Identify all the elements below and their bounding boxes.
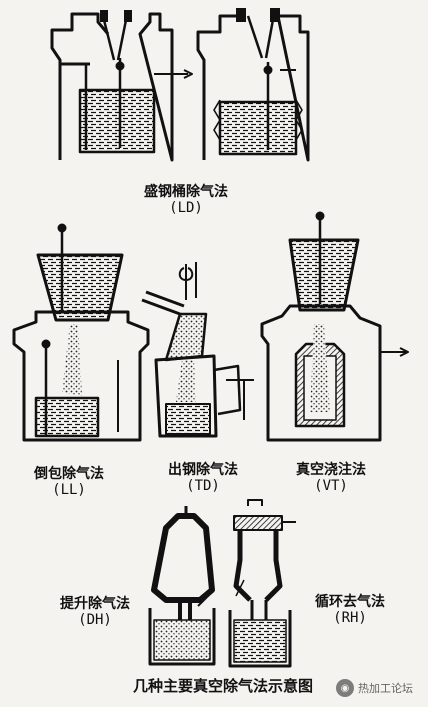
td-apparatus [141,262,254,438]
caption-dh-name: 提升除气法 [60,596,130,612]
ld-vessel-left [50,10,193,162]
caption-rh-abbr: (RH) [333,610,367,627]
caption-ll: 倒包除气法 (LL) [14,466,124,498]
ll-apparatus [12,223,150,442]
caption-td-name: 出钢除气法 [168,462,238,478]
caption-rh-name: 循环去气法 [315,594,385,610]
caption-ll-abbr: (LL) [52,482,86,499]
caption-ld: 盛钢桶除气法 (LD) [126,184,246,216]
caption-vt: 真空浇注法 (VT) [276,462,386,494]
caption-rh: 循环去气法 (RH) [290,594,410,626]
ld-vessel-right [196,8,310,162]
caption-ll-name: 倒包除气法 [34,466,104,482]
caption-vt-name: 真空浇注法 [296,462,366,478]
vt-apparatus [260,211,409,442]
caption-dh: 提升除气法 (DH) [40,596,150,628]
caption-dh-abbr: (DH) [78,612,112,629]
caption-ld-abbr: (LD) [169,200,203,217]
dh-apparatus [148,506,216,666]
rh-apparatus [228,499,296,668]
caption-td: 出钢除气法 (TD) [148,462,258,494]
watermark: ◉ 热加工论坛 [336,676,426,700]
caption-vt-abbr: (VT) [314,478,348,495]
figure-title: 几种主要真空除气法示意图 [132,677,313,695]
watermark-logo-icon: ◉ [336,679,354,697]
watermark-text: 热加工论坛 [358,682,413,695]
caption-ld-name: 盛钢桶除气法 [144,184,228,200]
caption-td-abbr: (TD) [186,478,220,495]
